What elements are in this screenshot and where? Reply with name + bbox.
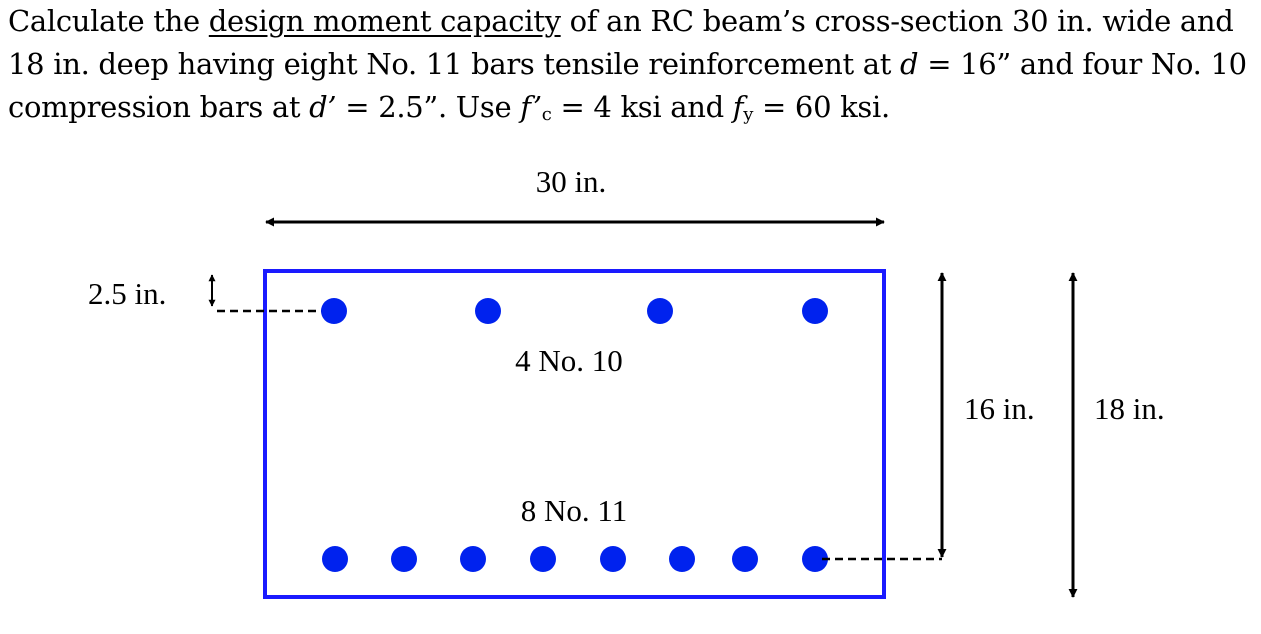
tension-bar — [322, 546, 348, 572]
fc-symbol: f’ — [520, 90, 542, 124]
problem-text-3: = 16” and four No. 10 compression bars a… — [8, 47, 1247, 124]
tension-bars-label: 8 No. 11 — [521, 493, 628, 528]
tension-bar — [669, 546, 695, 572]
total-depth-label: 18 in. — [1094, 391, 1165, 426]
d-symbol: d — [900, 47, 919, 81]
problem-text-6: = 60 ksi. — [753, 90, 890, 124]
problem-key-phrase: design moment capacity — [208, 4, 561, 38]
effective-depth-label: 16 in. — [964, 391, 1035, 426]
problem-text-4: = 2.5”. Use — [336, 90, 521, 124]
compression-bar — [647, 298, 673, 324]
width-label: 30 in. — [536, 164, 607, 199]
problem-text-2: of an RC beam’s cross-section 30 in. wid… — [8, 4, 1234, 81]
compression-bars — [321, 298, 828, 324]
compression-bars-label: 4 No. 10 — [515, 343, 623, 378]
beam-section-outline — [263, 269, 886, 599]
compression-bar — [802, 298, 828, 324]
tension-bars — [322, 546, 828, 572]
problem-text-1: Calculate the — [8, 4, 209, 38]
cover-label: 2.5 in. — [88, 276, 166, 311]
tension-bar — [460, 546, 486, 572]
problem-statement: Calculate the design moment capacity of … — [8, 0, 1258, 129]
tension-bar — [600, 546, 626, 572]
fy-subscript: y — [743, 104, 754, 125]
tension-bar — [391, 546, 417, 572]
compression-bar — [475, 298, 501, 324]
compression-bar — [321, 298, 347, 324]
fc-subscript: c — [541, 104, 552, 125]
tension-bar — [530, 546, 556, 572]
tension-bar — [732, 546, 758, 572]
d-prime-symbol: d’ — [309, 90, 337, 124]
fy-symbol: f — [732, 90, 744, 124]
tension-bar — [802, 546, 828, 572]
problem-text-5: = 4 ksi and — [551, 90, 733, 124]
